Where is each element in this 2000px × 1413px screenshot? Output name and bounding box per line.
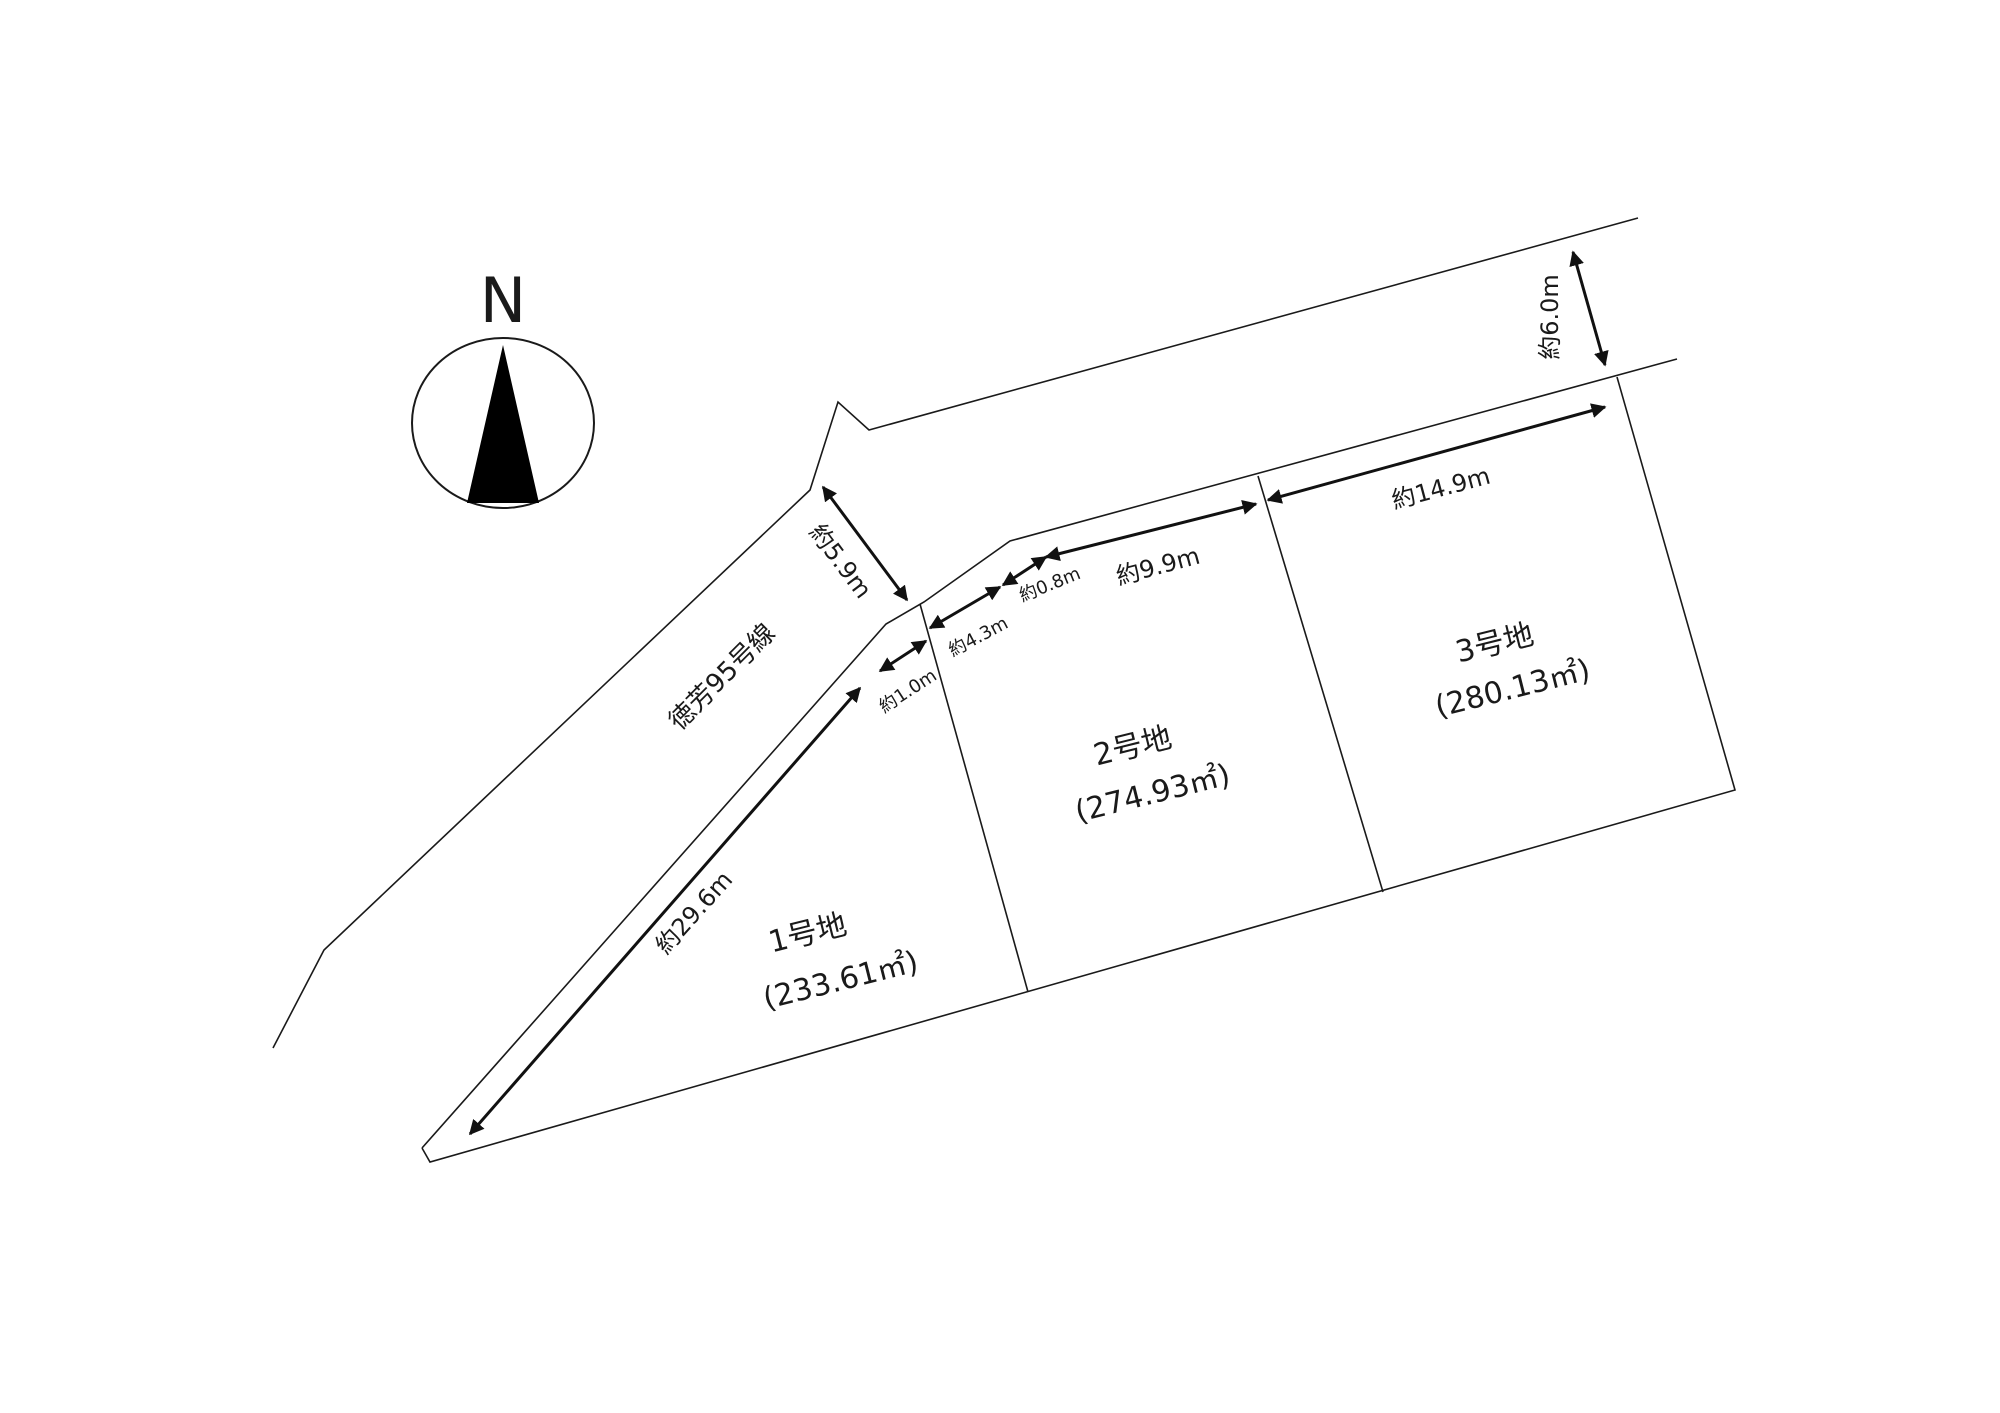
lot-divider-2-3 (1257, 475, 1384, 893)
compass: N (411, 264, 595, 509)
dim-arrow-seg-08 (1001, 555, 1048, 587)
lot-1: 1号地 (233.61㎡) (760, 907, 922, 1017)
dim-arrow-frontage-2 (1044, 500, 1258, 561)
lot-2-name: 2号地 (1090, 720, 1175, 773)
dim-arrow-seg-43 (928, 585, 1002, 630)
dim-arrow-road-west (821, 485, 909, 602)
dim-label-frontage-2: 約9.9m (1113, 542, 1203, 591)
lot-2: 2号地 (274.93㎡) (1072, 720, 1234, 830)
dim-label-seg-10: 約1.0m (875, 665, 940, 718)
road-outer-boundary (272, 217, 1639, 1049)
dim-arrow-seg-10 (878, 639, 928, 673)
lots-outline (421, 376, 1736, 1163)
lot-3-name: 3号地 (1452, 617, 1537, 670)
compass-circle (411, 337, 595, 509)
lot-1-name: 1号地 (765, 907, 850, 960)
lot-2-area: (274.93㎡) (1072, 758, 1234, 830)
dim-arrow-frontage-3 (1266, 403, 1607, 504)
lot-3: 3号地 (280.13㎡) (1432, 617, 1594, 725)
dim-arrow-road-east (1569, 250, 1609, 367)
north-arrow-icon (467, 345, 539, 503)
compass-label: N (480, 264, 526, 337)
dim-arrow-side-1 (468, 686, 862, 1136)
dim-label-road-west: 約5.9m (803, 519, 877, 604)
dim-label-frontage-3: 約14.9m (1389, 462, 1494, 515)
road-name-label: 徳芳95号線 (663, 618, 781, 736)
dim-label-road-east: 約6.0m (1536, 274, 1564, 360)
lot-divider-1-2 (919, 603, 1029, 993)
dim-label-seg-43: 約4.3m (945, 613, 1012, 662)
lot-3-area: (280.13㎡) (1432, 653, 1594, 725)
